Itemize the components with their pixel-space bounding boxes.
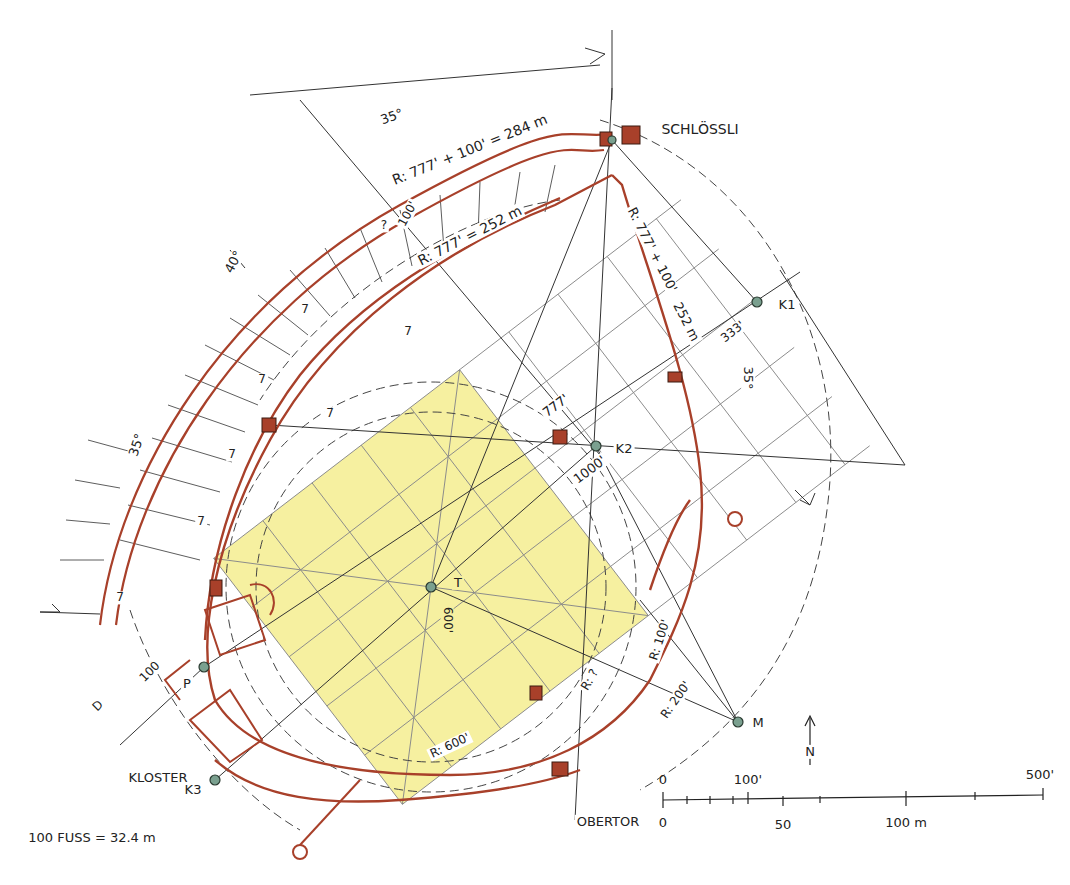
scale-bar <box>663 788 1043 808</box>
plan-label: 333' <box>717 318 749 347</box>
plan-label: 35° <box>377 106 407 129</box>
scale-label: 100' <box>732 773 764 787</box>
plan-label: R: 777' + 100' <box>624 204 681 297</box>
plan-label: OBERTOR <box>575 815 642 829</box>
scale-label: 500' <box>1024 768 1056 782</box>
plan-label: R: 200' <box>657 677 694 722</box>
plan-label: D <box>89 697 108 716</box>
plan-label: 35° <box>741 364 755 391</box>
round-tower <box>728 512 742 526</box>
plan-label: N <box>803 745 817 759</box>
town-wall <box>205 175 702 802</box>
plan-label: K3 <box>183 783 204 797</box>
plan-label: T <box>452 576 464 590</box>
terrace-hatch <box>60 165 555 560</box>
plan-label: 1000' <box>569 452 610 488</box>
plan-label: K2 <box>614 442 635 456</box>
scale-label: 0 <box>657 773 669 787</box>
plan-label: M <box>750 716 765 730</box>
plan-label: P <box>181 677 193 691</box>
points <box>199 136 762 785</box>
plan-label: 40° <box>221 247 246 278</box>
scale-label: 100 m <box>883 816 929 830</box>
plan-label: R: ? <box>578 665 603 694</box>
construction-lines <box>120 88 905 820</box>
plan-label: 100' <box>395 198 421 231</box>
scale-label: 0 <box>657 816 669 830</box>
dimension-lines <box>40 30 815 614</box>
plan-label: KLOSTER <box>127 771 190 785</box>
plan-label: 100 <box>136 658 164 686</box>
buildings <box>165 584 274 762</box>
plan-label: ? <box>379 219 389 232</box>
plan-label: SCHLÖSSLI <box>659 122 740 137</box>
plan-label: 7 <box>256 373 268 386</box>
plan-label: 35° <box>126 430 148 460</box>
plan-label: 7 <box>299 303 311 316</box>
plan-label: 7 <box>226 448 238 461</box>
plan-label: 252 m <box>669 298 702 345</box>
construction-circles <box>130 120 831 830</box>
plan-label: 100 FUSS = 32.4 m <box>26 831 157 845</box>
plan-label: 7 <box>324 407 336 420</box>
round-tower <box>293 845 307 859</box>
plan-label: K1 <box>777 298 798 312</box>
scale-label: 50 <box>773 818 794 832</box>
towers <box>210 126 682 776</box>
plan-label: R: 600' <box>426 730 473 761</box>
plan-label: R: 100' <box>647 616 674 664</box>
wall-spur <box>300 780 360 845</box>
plan-label: 7 <box>402 325 414 338</box>
plan-label: R: 777' = 252 m <box>414 202 527 270</box>
plan-label: R: 777' + 100' = 284 m <box>388 111 551 189</box>
plan-label: 600' <box>440 605 453 635</box>
plan-label: 7 <box>195 515 207 528</box>
plan-label: 777' <box>539 391 573 422</box>
plan-label: 7 <box>114 591 126 604</box>
